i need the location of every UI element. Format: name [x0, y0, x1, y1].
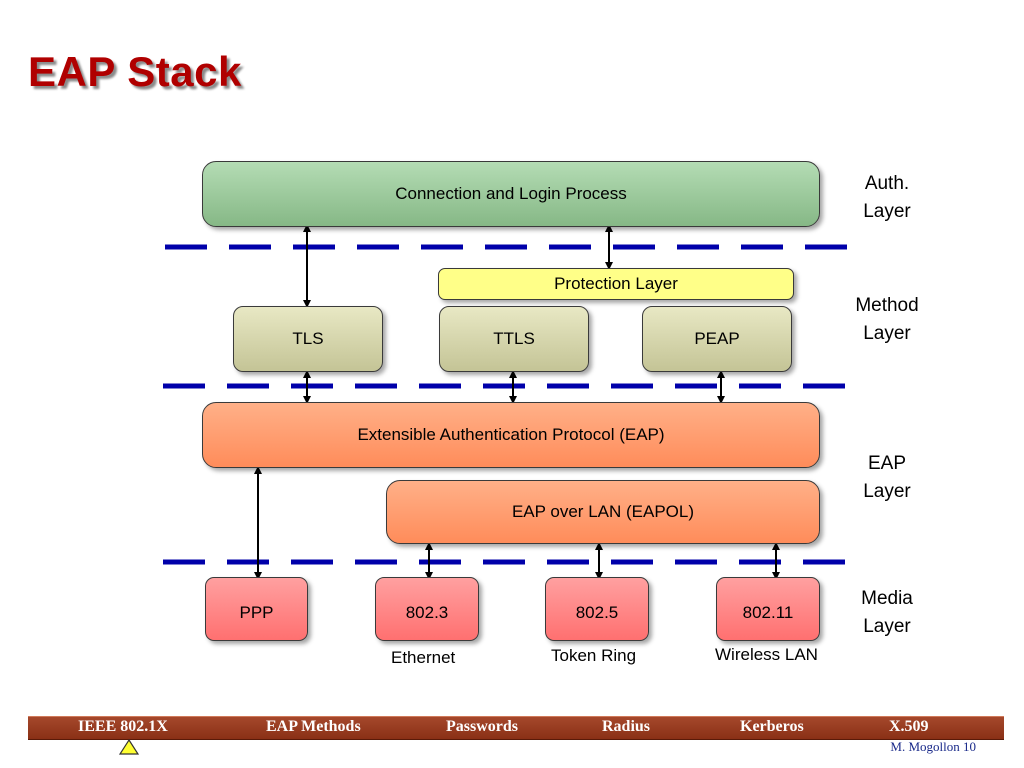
- eapol-label: EAP over LAN (EAPOL): [511, 502, 695, 521]
- method-layer-label: Method Layer: [832, 292, 942, 348]
- ieee8023-label: 802.3: [405, 603, 449, 622]
- nav-link-passwords[interactable]: Passwords: [446, 718, 519, 735]
- nav-link-eap-methods[interactable]: EAP Methods: [266, 718, 361, 735]
- footer-nav-bar: [28, 716, 1004, 740]
- tls-label: TLS: [292, 329, 324, 348]
- nav-link-kerberos[interactable]: Kerberos: [740, 718, 804, 735]
- nav-link-x509[interactable]: X.509: [889, 718, 929, 735]
- author-page-number: M. Mogollon 10: [890, 739, 976, 754]
- ppp-label: PPP: [239, 603, 274, 622]
- ttls-box: TTLS: [439, 306, 589, 372]
- token-ring-caption: Token Ring: [551, 646, 637, 665]
- media-layer-line2: Layer: [863, 616, 911, 637]
- eap-label: Extensible Authentication Protocol (EAP): [357, 425, 665, 444]
- auth-layer-line2: Layer: [863, 201, 911, 222]
- nav-link-radius[interactable]: Radius: [602, 718, 651, 735]
- page-title: EAP Stack: [28, 48, 242, 95]
- ttls-label: TTLS: [493, 329, 535, 348]
- ieee8025-label: 802.5: [575, 603, 619, 622]
- ieee80211-box: 802.11: [716, 577, 820, 641]
- peap-label: PEAP: [694, 329, 740, 348]
- ppp-box: PPP: [205, 577, 308, 641]
- ieee8023-box: 802.3: [375, 577, 479, 641]
- method-layer-line1: Method: [855, 295, 919, 316]
- media-layer-label: Media Layer: [832, 585, 942, 641]
- peap-box: PEAP: [642, 306, 792, 372]
- connection-login-label: Connection and Login Process: [395, 184, 627, 203]
- ethernet-caption: Ethernet: [391, 648, 456, 667]
- ieee8025-box: 802.5: [545, 577, 649, 641]
- method-layer-line2: Layer: [863, 323, 911, 344]
- home-triangle-icon[interactable]: [119, 739, 139, 755]
- auth-layer-label: Auth. Layer: [832, 170, 942, 226]
- media-layer-line1: Media: [861, 588, 913, 609]
- connection-login-box: Connection and Login Process: [202, 161, 820, 227]
- eap-box: Extensible Authentication Protocol (EAP): [202, 402, 820, 468]
- wireless-lan-caption: Wireless LAN: [715, 645, 818, 664]
- protection-layer-label: Protection Layer: [554, 274, 678, 293]
- ieee80211-label: 802.11: [742, 603, 794, 622]
- tls-box: TLS: [233, 306, 383, 372]
- auth-layer-line1: Auth.: [864, 173, 910, 194]
- eap-layer-label: EAP Layer: [832, 450, 942, 506]
- protection-layer-box: Protection Layer: [438, 268, 794, 300]
- eap-layer-line2: Layer: [863, 481, 911, 502]
- eapol-box: EAP over LAN (EAPOL): [386, 480, 820, 544]
- nav-link-ieee-8021x[interactable]: IEEE 802.1X: [78, 718, 168, 735]
- eap-layer-line1: EAP: [867, 453, 907, 474]
